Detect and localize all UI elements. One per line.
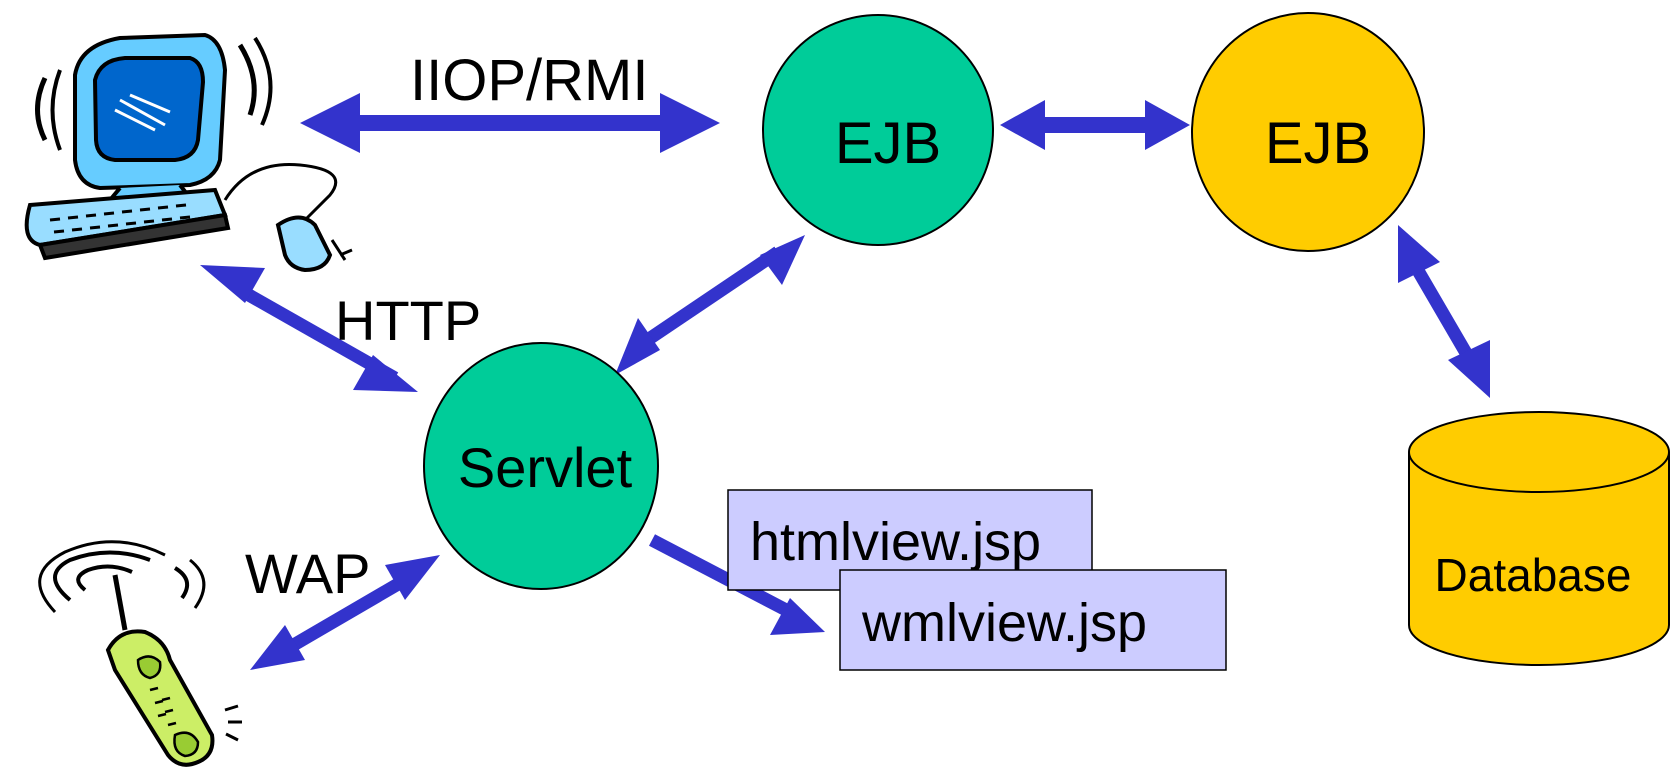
servlet-ejb-head-start <box>615 318 660 375</box>
ejb-data-label: EJB <box>1265 111 1371 176</box>
http-label: HTTP <box>335 289 481 352</box>
htmlview-label: htmlview.jsp <box>750 512 1041 572</box>
wap-label: WAP <box>245 542 370 605</box>
servlet-jsp-arrow-shaft <box>648 534 794 618</box>
ejb-db-head-end <box>1448 340 1490 398</box>
database-cylinder: Database <box>1408 411 1670 666</box>
ejb-web-node: EJB <box>762 14 994 246</box>
wireless-phone-icon <box>38 540 242 767</box>
http-arrow-head-end <box>353 355 418 392</box>
servlet-node: Servlet <box>423 342 659 590</box>
arrows <box>300 93 1190 153</box>
http-arrow-head-start <box>200 265 265 303</box>
database-label: Database <box>1435 549 1632 601</box>
iiop-label: IIOP/RMI <box>410 48 648 113</box>
iiop-arrow <box>300 93 720 153</box>
ejb-data-node: EJB <box>1191 12 1425 252</box>
ejb-db-head-start <box>1398 225 1440 283</box>
servlet-ejb-arrow-shaft <box>636 246 782 351</box>
servlet-label: Servlet <box>458 436 633 499</box>
ejb-ejb-arrow <box>1000 100 1190 150</box>
wmlview-label: wmlview.jsp <box>861 593 1147 653</box>
wap-head-start <box>250 625 305 670</box>
servlet-ejb-head-end <box>760 235 805 285</box>
wmlview-box: wmlview.jsp <box>839 569 1227 671</box>
ejb-db-arrow-shaft <box>1407 258 1479 369</box>
angled-arrows <box>200 225 1490 670</box>
servlet-jsp-head <box>770 598 825 635</box>
wap-arrow-shaft <box>281 574 409 656</box>
desktop-computer-icon <box>24 32 353 273</box>
ejb-web-label: EJB <box>835 111 941 176</box>
wap-head-end <box>385 555 440 600</box>
